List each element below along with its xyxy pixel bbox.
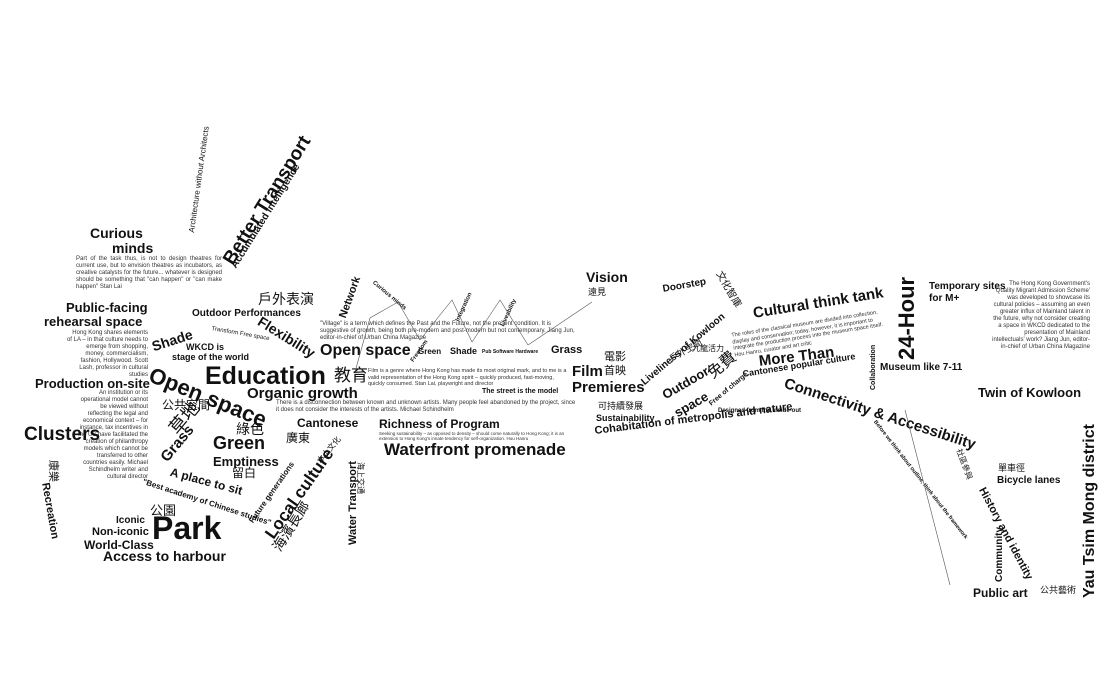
word-richness-of-program: Richness of Program — [379, 417, 500, 431]
word-yau-tsim-mong: Yau Tsim Mong district — [1081, 424, 1098, 598]
word-history-identity: History and identity — [976, 485, 1036, 582]
quote-jiang-jun-village: "Village" is a term which defines the Pa… — [320, 321, 575, 341]
word-grass-small: Grass — [551, 344, 583, 356]
word-park: Park — [152, 510, 222, 546]
word-access-to-harbour: Access to harbour — [103, 548, 226, 564]
word-open-space-2: Open space — [320, 342, 411, 359]
word-outdoor-performances: Outdoor Performances — [192, 308, 301, 319]
word-accumulated-intelligence: Accumulated intelligence — [229, 162, 303, 271]
zh-public-art: 公共藝術 — [1040, 585, 1077, 595]
word-architecture-without-architects: Architecture without Architects — [187, 125, 211, 234]
word-world-class: World-Class — [84, 538, 154, 552]
word-curious-minds-small: Curious minds — [371, 280, 408, 312]
zh-public-space: 公共空間 — [162, 398, 211, 412]
word-recreation: Recreation — [39, 481, 61, 540]
word-museum-711: Museum like 7-11 — [880, 362, 963, 373]
word-twin-of-kowloon: Twin of Kowloon — [978, 385, 1082, 400]
word-street-model: The street is the model — [482, 388, 559, 395]
zh-education: 教育 — [334, 366, 368, 385]
zh-culture: 文化智庫 — [713, 269, 743, 310]
quote-scott-lash: Hong Kong shares elements of LA – in tha… — [66, 330, 148, 378]
word-pub-software: Pub Software Hardware — [482, 349, 539, 355]
zh-kowloon: 九龍活力 — [692, 344, 724, 353]
quote-disconnection: There is a disconnection between known a… — [276, 400, 576, 413]
zh-film: 電影 — [604, 351, 626, 363]
word-community: Community — [994, 527, 1005, 582]
word-iconic: Iconic — [116, 515, 145, 526]
word-public-facing-1: Public-facing — [66, 300, 148, 315]
word-premieres: Premieres — [572, 379, 645, 396]
word-vision: Vision — [586, 269, 628, 285]
word-bicycle-lanes: Bicycle lanes — [997, 475, 1061, 486]
word-waterfront-promenade: Waterfront promenade — [384, 440, 566, 459]
word-green: Green — [213, 433, 266, 453]
zh-water: 海上交通 — [356, 462, 365, 494]
word-network: Network — [337, 274, 364, 320]
word-public-facing-2: rehearsal space — [44, 314, 143, 329]
word-education: Education — [205, 362, 326, 390]
zh-cantonese: 廣東 — [286, 431, 311, 445]
word-curious-minds-1: Curious — [90, 225, 143, 241]
word-curious-minds-2: minds — [112, 240, 154, 256]
zh-community: 社區參與 — [954, 447, 974, 481]
quote-stan-lai-film: Film is a genre where Hong Kong has made… — [368, 368, 567, 387]
word-production-on-site: Production on-site — [35, 376, 150, 391]
word-integration: Integration — [455, 291, 474, 323]
quote-hou-hanru-sustain: Seeking sustainability – as opposed to d… — [379, 431, 565, 441]
quote-jiang-jun-migrant: The Hong Kong Government's 'Quality Migr… — [992, 281, 1090, 350]
word-clusters: Clusters — [24, 424, 101, 445]
word-sustainability: Sustainability — [596, 413, 655, 423]
word-24-hour: 24-Hour — [894, 276, 919, 360]
word-shade-small: Shade — [450, 346, 478, 356]
word-non-iconic: Non-iconic — [92, 526, 149, 538]
zh-stool: 留白 — [232, 466, 257, 480]
zh-premiere: 首映 — [604, 365, 626, 377]
word-better-transport: Better Transport — [219, 132, 316, 269]
word-film: Film — [572, 363, 603, 380]
zh-recreation: 康樂 — [47, 460, 59, 482]
word-connectivity: Connectivity & Accessibility — [782, 375, 978, 454]
word-cantonese: Cantonese — [297, 416, 359, 430]
word-emptiness: Emptiness — [213, 454, 279, 469]
word-collaboration: Collaboration — [870, 344, 877, 390]
word-public-art: Public art — [973, 586, 1028, 600]
word-designed-inside-out: Designed from the inside-out — [718, 408, 802, 414]
word-wkcd-1: WKCD is — [186, 342, 224, 352]
word-green-small: Green — [418, 347, 442, 356]
quote-schindhelm: An institution or its operational model … — [77, 390, 148, 480]
word-wkcd-2: stage of the world — [172, 352, 250, 362]
word-doorstep: Doorstep — [661, 276, 707, 295]
word-organic-growth: Organic growth — [247, 385, 358, 402]
zh-outdoor-performance: 戶外表演 — [258, 291, 314, 307]
zh-vision: 遠見 — [588, 287, 607, 297]
word-temporary-sites-2: for M+ — [929, 293, 960, 304]
word-temporary-sites-1: Temporary sites — [929, 281, 1006, 292]
zh-bicycle: 單車徑 — [998, 463, 1026, 473]
zh-park: 公園 — [150, 503, 177, 518]
quote-stan-lai: Part of the task thus, is not to design … — [76, 256, 222, 290]
zh-green: 綠色 — [236, 421, 264, 437]
zh-sustainability: 可持續發展 — [598, 401, 644, 411]
